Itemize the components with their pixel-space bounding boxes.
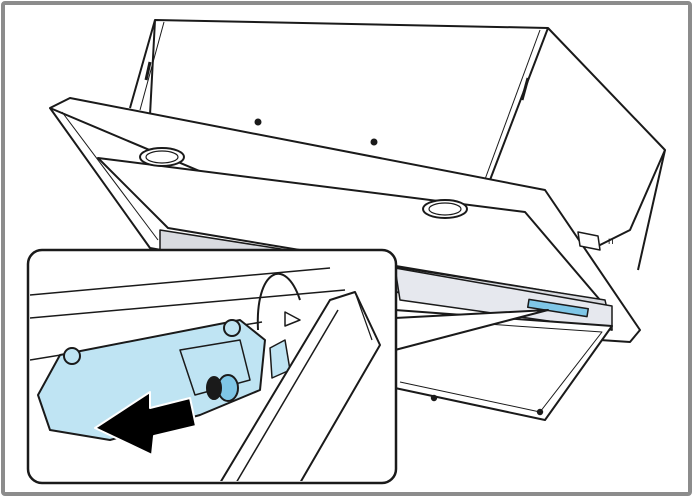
hood-body xyxy=(49,19,666,343)
callout-pointer xyxy=(394,309,549,351)
corner-mark: n xyxy=(608,236,614,247)
filter-edge xyxy=(219,291,381,481)
arrow-left-icon xyxy=(94,391,197,456)
screw-hole-right xyxy=(370,138,378,146)
latch-marker xyxy=(526,298,590,318)
screw-hole-left xyxy=(254,118,262,126)
filter-strip xyxy=(394,267,613,331)
detail-callout xyxy=(26,248,549,485)
